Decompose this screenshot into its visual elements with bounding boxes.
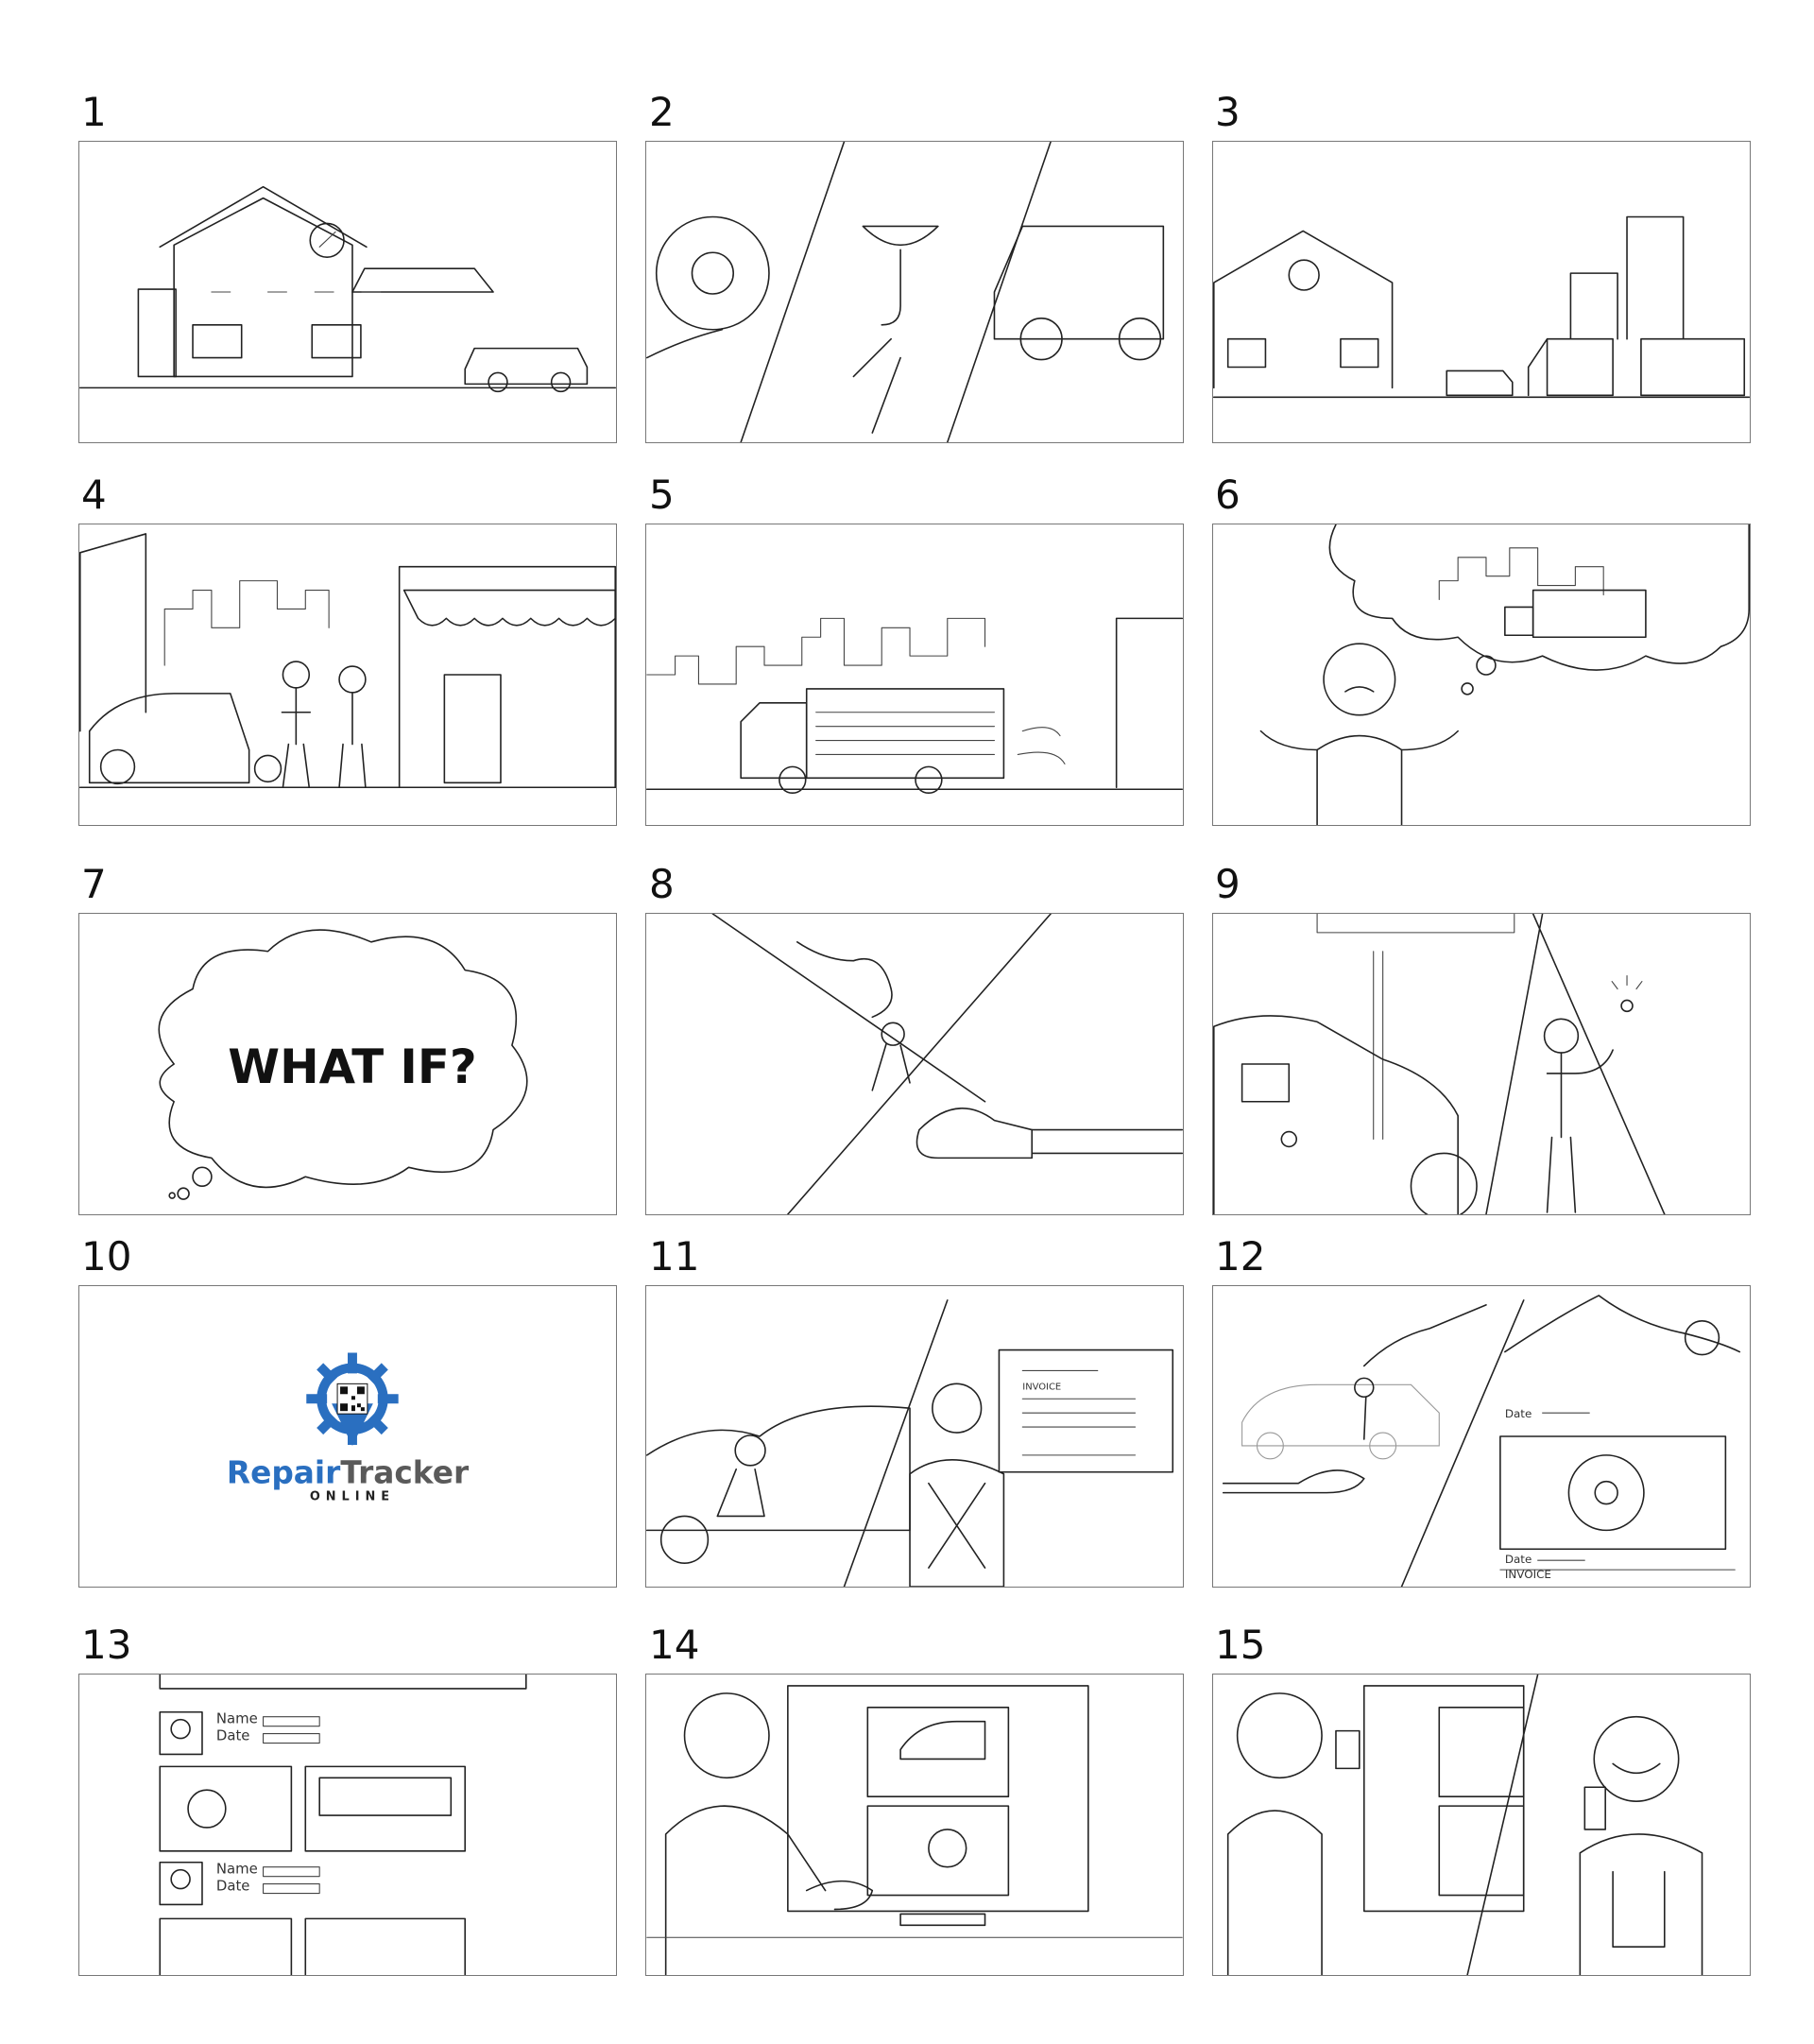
date-label-4: Date — [216, 1878, 250, 1895]
panel-3-frame — [1212, 141, 1751, 443]
panel-number: 2 — [649, 89, 675, 135]
sketch-key-handoff — [711, 914, 1183, 1214]
panel-12-frame: Date Date INVOICE — [1212, 1285, 1751, 1588]
sketch-phone-call — [1226, 1675, 1703, 1975]
name-label-1: Name — [216, 1710, 258, 1727]
invoice-label: INVOICE — [1022, 1382, 1061, 1392]
logo-wordmark: RepairTracker — [227, 1455, 470, 1491]
panel-number: 8 — [649, 861, 675, 907]
panel-14-frame — [645, 1674, 1184, 1976]
sketch-street-conversation — [79, 533, 616, 789]
sketch-worried-mechanic — [1259, 524, 1750, 825]
panel-6-frame — [1212, 524, 1751, 826]
panel-number: 4 — [81, 472, 107, 518]
panel-number: 10 — [81, 1233, 132, 1280]
panel-5-frame — [645, 524, 1184, 826]
panel-15-frame — [1212, 1674, 1751, 1976]
panel-2-frame — [645, 141, 1184, 443]
repairtracker-logo: RepairTracker ONLINE — [227, 1352, 470, 1504]
panel-9-frame — [1212, 913, 1751, 1215]
panel-8-frame — [645, 913, 1184, 1215]
panel-number: 11 — [649, 1233, 700, 1280]
sketch-idea-mechanic — [1213, 914, 1666, 1214]
panel-number: 13 — [81, 1622, 132, 1668]
qr-code-icon — [336, 1383, 368, 1415]
sketch-moving-truck — [646, 617, 1183, 795]
date-label-3: Date — [216, 1727, 250, 1744]
panel-number: 1 — [81, 89, 107, 135]
sketch-thought-cloud: WHAT IF? — [158, 929, 528, 1200]
panel-number: 3 — [1215, 89, 1241, 135]
invoice-label-2: INVOICE — [1505, 1568, 1551, 1581]
sketch-keys-and-invoice: Date Date INVOICE — [1222, 1295, 1741, 1587]
panel-number: 9 — [1215, 861, 1241, 907]
sketch-garage-street — [1213, 215, 1750, 399]
panel-10-frame: RepairTracker ONLINE — [78, 1285, 617, 1588]
panel-7-frame: WHAT IF? — [78, 913, 617, 1215]
sketch-mechanic-invoice: INVOICE — [646, 1299, 1174, 1587]
sketch-garage-exterior — [79, 185, 616, 393]
sketch-tire-sink-truck — [646, 142, 1165, 442]
logo-brand-repair: Repair — [227, 1455, 341, 1491]
panel-13-frame: Name Date Name Date — [78, 1674, 617, 1976]
panel-number: 5 — [649, 472, 675, 518]
panel-number: 12 — [1215, 1233, 1266, 1280]
sketch-customer-viewing-screen — [646, 1685, 1183, 1975]
panel-number: 15 — [1215, 1622, 1266, 1668]
date-label-1: Date — [1505, 1407, 1532, 1420]
sketch-customer-records: Name Date Name Date — [159, 1675, 527, 1975]
date-label-2: Date — [1505, 1553, 1532, 1566]
panel-1-frame — [78, 141, 617, 443]
panel-number: 7 — [81, 861, 107, 907]
panel-number: 14 — [649, 1622, 700, 1668]
panel-11-frame: INVOICE — [645, 1285, 1184, 1588]
logo-brand-tracker: Tracker — [340, 1455, 470, 1491]
name-label-2: Name — [216, 1861, 258, 1878]
panel-4-frame — [78, 524, 617, 826]
panel-number: 6 — [1215, 472, 1241, 518]
logo-subtitle: ONLINE — [310, 1490, 395, 1504]
what-if-text: WHAT IF? — [228, 1039, 476, 1094]
